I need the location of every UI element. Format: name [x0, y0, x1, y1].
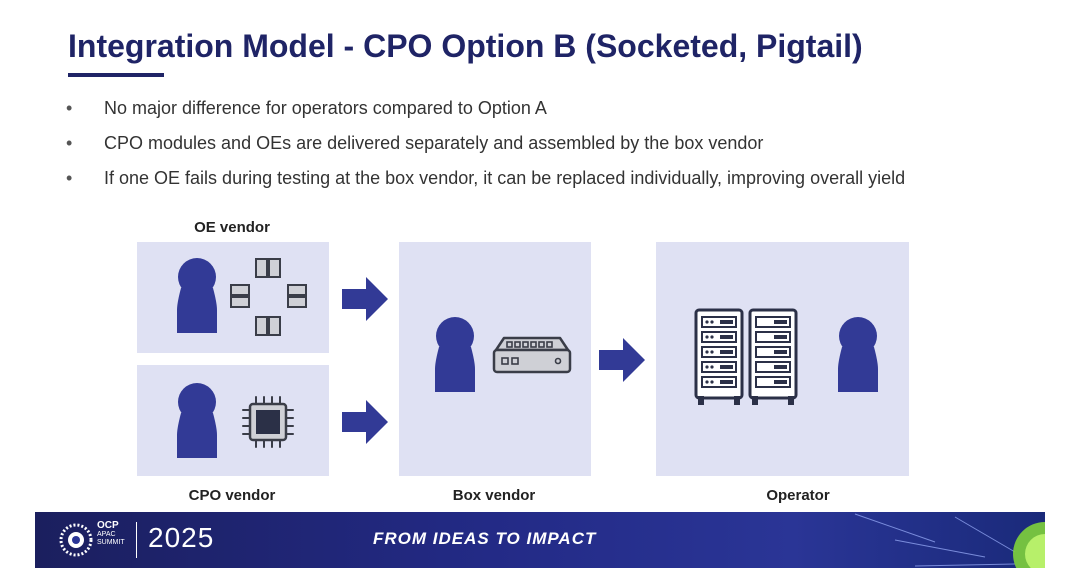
footer-year: 2025 [148, 522, 215, 553]
cpo-vendor-label: CPO vendor [188, 487, 276, 504]
oe-vendor-label: OE vendor [194, 219, 270, 236]
footer-divider [136, 522, 137, 558]
optical-engines-icon [230, 258, 307, 336]
arrow-right-icon [599, 338, 645, 382]
title-underline [68, 73, 164, 77]
cpo-chip-icon [242, 396, 294, 448]
cpo-vendor-panel [137, 365, 329, 476]
arrow-right-icon [342, 277, 388, 321]
network-switch-icon [492, 336, 572, 374]
bullet-item: •If one OE fails during testing at the b… [66, 168, 906, 188]
operator-label: Operator [766, 487, 830, 504]
box-vendor-label: Box vendor [452, 487, 536, 504]
person-icon [177, 383, 217, 458]
person-icon [435, 317, 475, 392]
ocp-logo-icon [59, 523, 93, 557]
footer-slogan: FROM IDEAS TO IMPACT [373, 529, 597, 548]
server-racks-icon [694, 308, 798, 405]
person-icon [838, 317, 878, 392]
bullet-item: •No major difference for operators compa… [66, 98, 547, 118]
slide-title: Integration Model - CPO Option B (Socket… [68, 28, 863, 64]
bullet-list: •No major difference for operators compa… [66, 96, 905, 201]
footer-decoration [854, 513, 1045, 568]
person-icon [177, 258, 217, 333]
arrow-right-icon [342, 400, 388, 444]
bullet-item: •CPO modules and OEs are delivered separ… [66, 133, 764, 153]
